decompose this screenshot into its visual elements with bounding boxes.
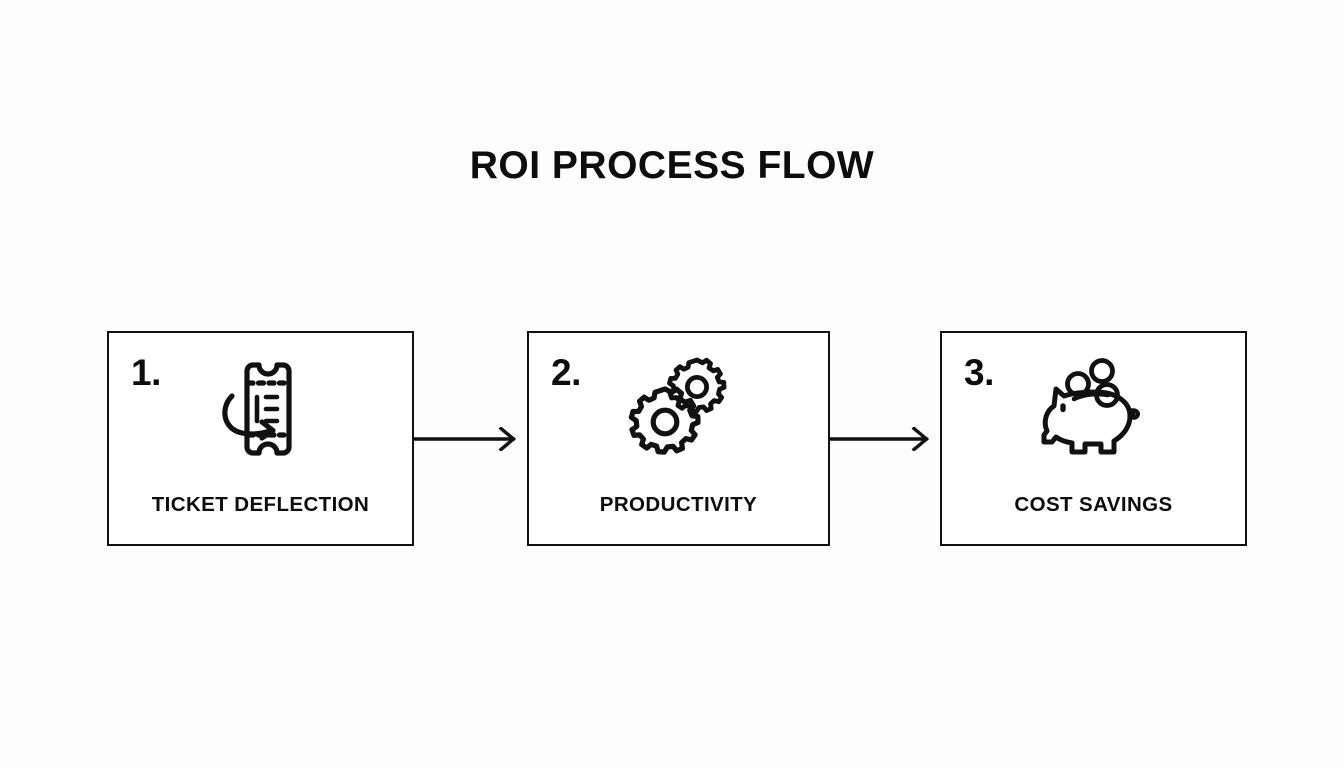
step-box-cost-savings[interactable]: 3. COST SAVINGS	[940, 331, 1247, 546]
step-box-ticket-deflection[interactable]: 1. TIC	[107, 331, 414, 546]
page-title: ROI PROCESS FLOW	[469, 144, 875, 187]
step-number: 1.	[131, 352, 161, 393]
step-number: 3.	[964, 352, 994, 393]
process-flow-diagram: 1. TIC	[107, 331, 1248, 546]
step-box-productivity[interactable]: 2. PRODUCTIVITY	[527, 331, 830, 546]
step-number: 2.	[551, 352, 581, 393]
step-label: PRODUCTIVITY	[599, 493, 758, 516]
step-label: TICKET DEFLECTION	[151, 493, 370, 516]
arrow-step2-to-step3	[830, 427, 940, 451]
step-label: COST SAVINGS	[1014, 493, 1173, 516]
arrow-step1-to-step2	[414, 427, 527, 451]
